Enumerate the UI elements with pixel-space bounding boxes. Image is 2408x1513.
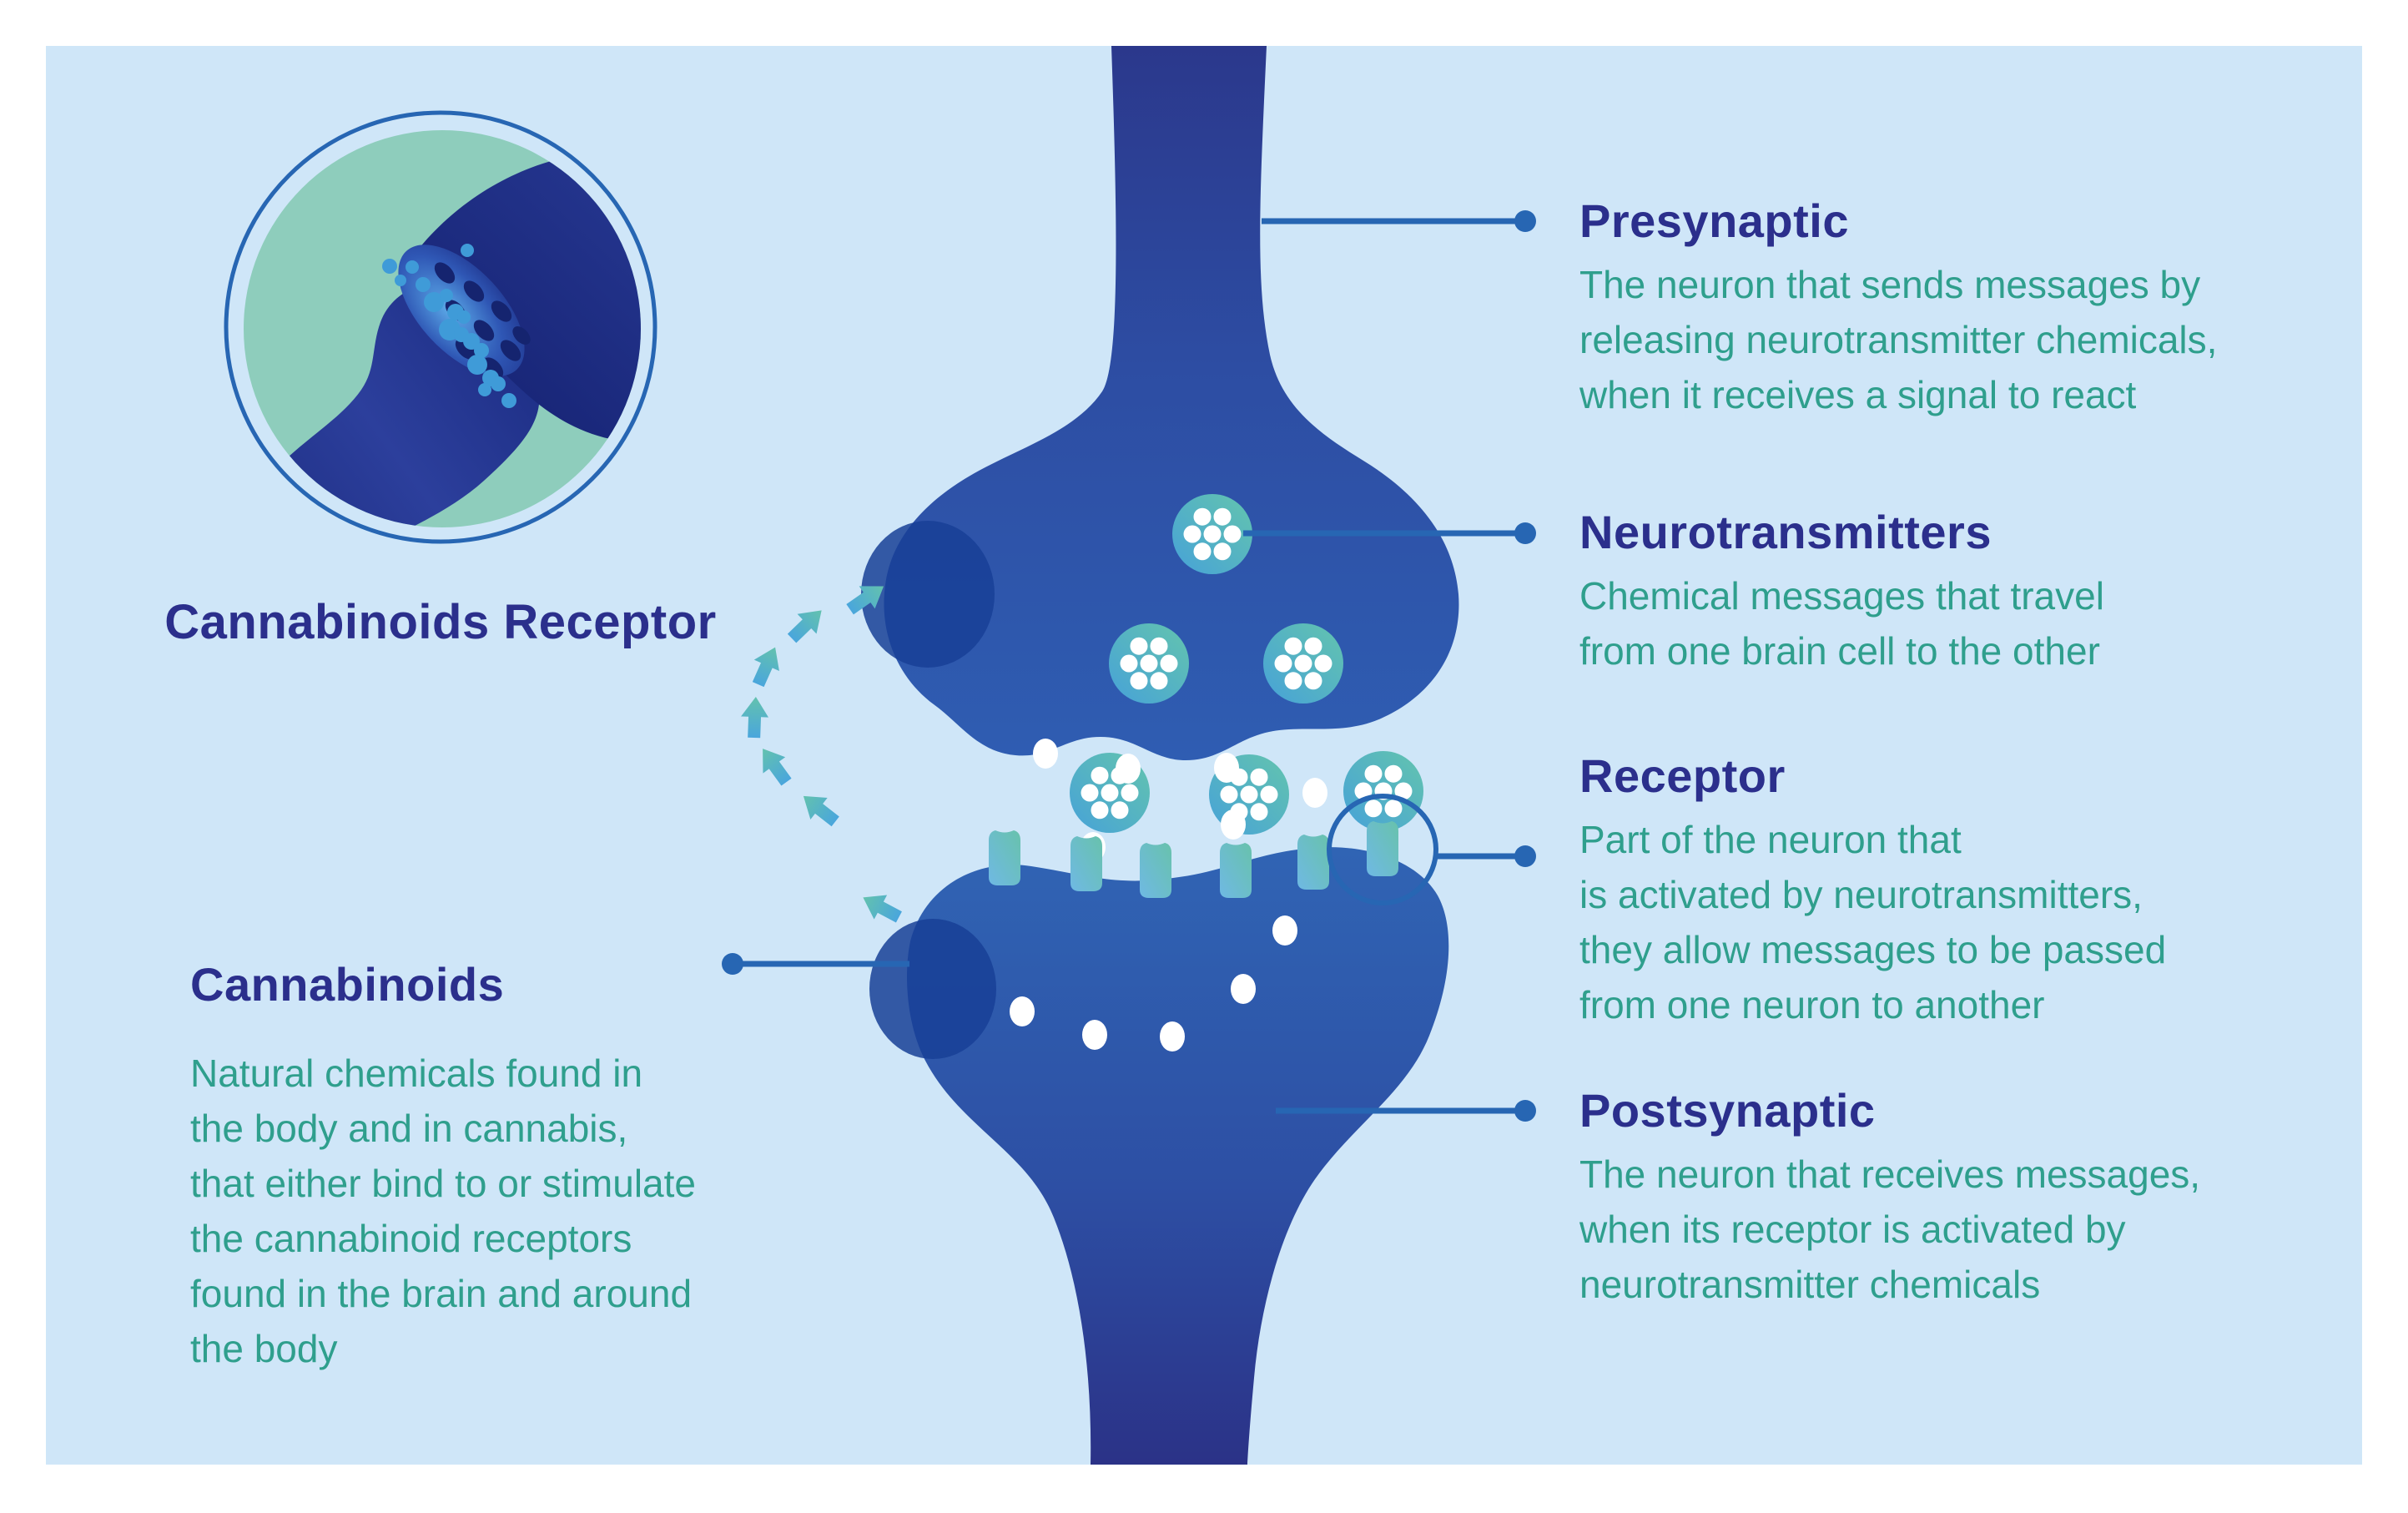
receptor-description: Part of the neuron that is activated by … (1579, 812, 2166, 1032)
description-line: from one neuron to another (1579, 983, 2045, 1026)
cannabinoids-heading: Cannabinoids (190, 958, 505, 1011)
receptor-peg (1367, 821, 1398, 876)
leader-lines (733, 218, 1525, 1114)
label-postsynaptic: Postsynaptic The neuron that receives me… (1579, 1082, 2200, 1312)
description-line: that either bind to or stimulate (190, 1162, 696, 1205)
postsynaptic-neuron (906, 847, 1449, 1465)
receptor-heading: Receptor (1579, 749, 1786, 802)
description-line: from one brain cell to the other (1579, 629, 2100, 673)
description-line: the cannabinoid receptors (190, 1217, 632, 1260)
cannabinoid-receptor-presynaptic (861, 521, 995, 668)
presynaptic-neuron (884, 46, 1459, 760)
description-line: neurotransmitter chemicals (1579, 1263, 2041, 1306)
vesicle (1263, 623, 1343, 704)
description-line: the body and in cannabis, (190, 1107, 628, 1150)
description-line: is activated by neurotransmitters, (1579, 873, 2143, 916)
inset-cannabinoids-receptor (224, 110, 657, 544)
description-line: the body (190, 1327, 338, 1370)
description-line: found in the brain and around (190, 1272, 693, 1315)
receptor-highlight-circle (1327, 794, 1438, 905)
cannabinoid-receptor-postsynaptic (869, 919, 996, 1059)
description-line: Chemical messages that travel (1579, 574, 2104, 618)
label-presynaptic: Presynaptic The neuron that sends messag… (1579, 192, 2217, 422)
label-cannabinoids: Cannabinoids Natural chemicals found in … (190, 956, 696, 1376)
presynaptic-heading: Presynaptic (1579, 194, 1849, 247)
inset-ring (224, 110, 657, 544)
description-line: they allow messages to be passed (1579, 928, 2167, 971)
receptor-peg (989, 830, 1020, 885)
description-line: Part of the neuron that (1579, 818, 1962, 861)
label-receptor: Receptor Part of the neuron that is acti… (1579, 747, 2166, 1032)
absorbed-neurotransmitters (1010, 915, 1297, 1052)
receptor-peg (1297, 835, 1329, 890)
neurotransmitters-description: Chemical messages that travel from one b… (1579, 568, 2104, 678)
cannabinoids-description: Natural chemicals found in the body and … (190, 1046, 696, 1376)
vesicle (1109, 623, 1189, 704)
receptor-peg (1140, 843, 1171, 898)
receptor-peg (1220, 843, 1252, 898)
vesicle (1172, 494, 1252, 574)
description-line: when its receptor is activated by (1579, 1208, 2126, 1251)
inset-title: Cannabinoids Receptor (164, 595, 717, 649)
postsynaptic-heading: Postsynaptic (1579, 1084, 1876, 1137)
postsynaptic-description: The neuron that receives messages, when … (1579, 1147, 2200, 1312)
leader-dots (722, 210, 1536, 1122)
inset-postsynaptic-blob (244, 283, 540, 527)
description-line: Natural chemicals found in (190, 1052, 643, 1095)
label-neurotransmitters: Neurotransmitters Chemical messages that… (1579, 503, 2104, 678)
inset-neurotransmitter-dots (382, 244, 516, 408)
receptor-peg (1071, 836, 1102, 891)
vesicle (1343, 751, 1423, 831)
description-line: releasing neurotransmitter chemicals, (1579, 318, 2218, 361)
presynaptic-description: The neuron that sends messages by releas… (1579, 257, 2217, 422)
description-line: when it receives a signal to react (1579, 373, 2137, 416)
description-line: The neuron that receives messages, (1579, 1152, 2201, 1196)
neurotransmitters-heading: Neurotransmitters (1579, 506, 1992, 558)
description-line: The neuron that sends messages by (1579, 263, 2201, 306)
